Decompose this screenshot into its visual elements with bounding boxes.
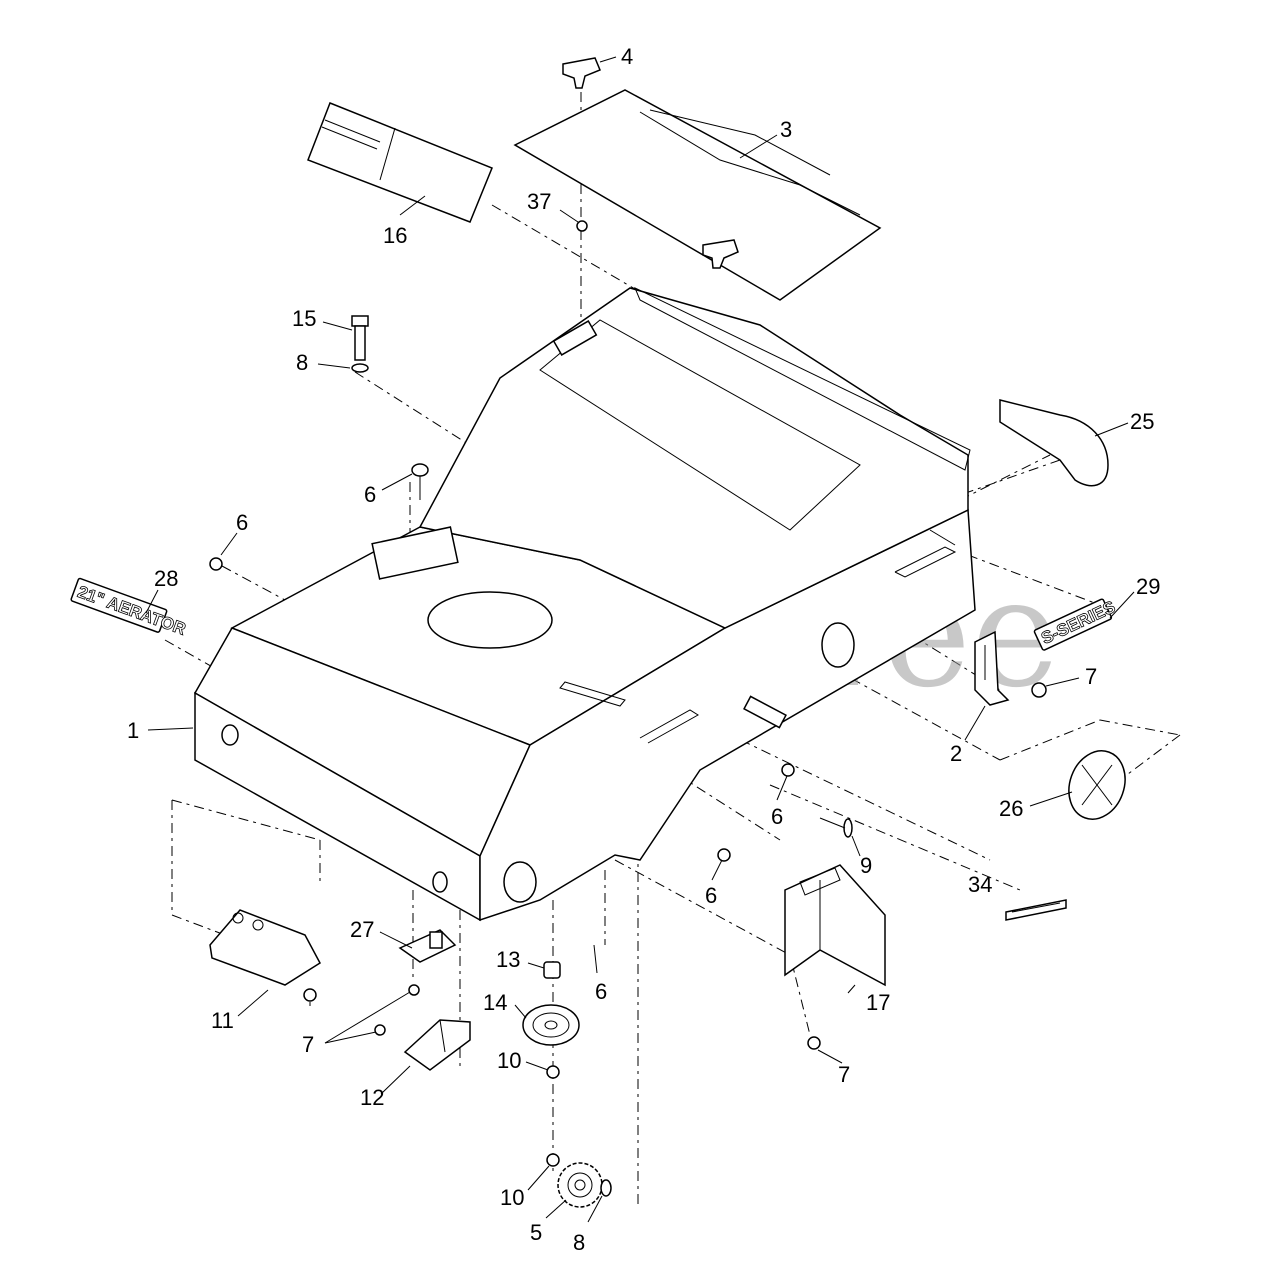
part-10-nut-pulley — [546, 1065, 560, 1079]
part-15-bolt — [351, 315, 369, 361]
part-6-bolt-lower — [717, 848, 731, 862]
part-11-bracket — [209, 909, 321, 986]
part-4-knob — [562, 57, 739, 269]
part-14-pulley — [522, 1004, 580, 1046]
part-27-bracket — [398, 929, 457, 963]
callout-25: 25 — [1130, 409, 1154, 434]
part-7-nut-guard — [807, 1036, 821, 1050]
part-7-nut-b — [374, 1024, 386, 1036]
callout-37: 37 — [527, 189, 551, 214]
part-5-sprocket — [557, 1162, 603, 1208]
part-34-strip — [1005, 899, 1067, 921]
callout-29: 29 — [1136, 574, 1160, 599]
callout-15: 15 — [292, 306, 316, 331]
part-10-nut-sprocket — [546, 1153, 560, 1167]
part-16-shaft — [307, 102, 493, 223]
callout-10-sprocket: 10 — [500, 1185, 524, 1210]
part-6-bolt-left — [209, 557, 223, 571]
callout-4: 4 — [621, 44, 633, 69]
part-8-washer — [351, 363, 369, 373]
part-12-bracket — [403, 1019, 471, 1071]
callout-6-lower: 6 — [705, 883, 717, 908]
part-25-shield — [999, 399, 1109, 487]
callout-16: 16 — [383, 223, 407, 248]
part-26-emblem — [1068, 750, 1126, 820]
callout-7-left: 7 — [302, 1032, 314, 1057]
part-37-nut — [576, 220, 588, 232]
callout-6-top: 6 — [364, 482, 376, 507]
callout-13: 13 — [496, 947, 520, 972]
callout-2: 2 — [950, 741, 962, 766]
callout-14: 14 — [483, 990, 507, 1015]
callout-7-right: 7 — [1085, 664, 1097, 689]
callout-12: 12 — [360, 1085, 384, 1110]
callout-1: 1 — [127, 718, 139, 743]
part-7-nut-bracket — [303, 988, 317, 1002]
part-2-bracket — [974, 630, 1010, 706]
part-7-nut-right — [1031, 682, 1047, 698]
callout-10-pulley: 10 — [497, 1048, 521, 1073]
callout-8: 8 — [296, 350, 308, 375]
part-6-bolt-side — [781, 763, 795, 777]
callout-6-bottom: 6 — [595, 979, 607, 1004]
callout-7-guard: 7 — [838, 1062, 850, 1087]
callout-5: 5 — [530, 1220, 542, 1245]
callout-6-side: 6 — [771, 804, 783, 829]
leader-lines — [145, 56, 1135, 1223]
callout-8-sprocket: 8 — [573, 1230, 585, 1255]
part-1-chassis — [193, 286, 976, 922]
part-7-nut-a — [408, 984, 420, 996]
callout-34: 34 — [968, 872, 992, 897]
part-17-guard — [784, 864, 886, 987]
part-13-spacer — [543, 961, 561, 979]
callout-17: 17 — [866, 990, 890, 1015]
callout-11: 11 — [211, 1008, 234, 1033]
part-8-washer-sprocket — [600, 1179, 612, 1197]
callout-9: 9 — [860, 853, 872, 878]
callout-26: 26 — [999, 796, 1023, 821]
part-6-pin-top — [411, 463, 429, 500]
part-3-cover-plate — [513, 89, 882, 301]
callout-3: 3 — [780, 117, 792, 142]
callout-6-left: 6 — [236, 510, 248, 535]
callout-28: 28 — [154, 566, 178, 591]
callouts: 4 3 37 16 15 8 25 6 6 28 29 7 1 2 26 6 9… — [127, 44, 1160, 1255]
callout-27: 27 — [350, 917, 374, 942]
part-9-pin — [743, 695, 853, 838]
